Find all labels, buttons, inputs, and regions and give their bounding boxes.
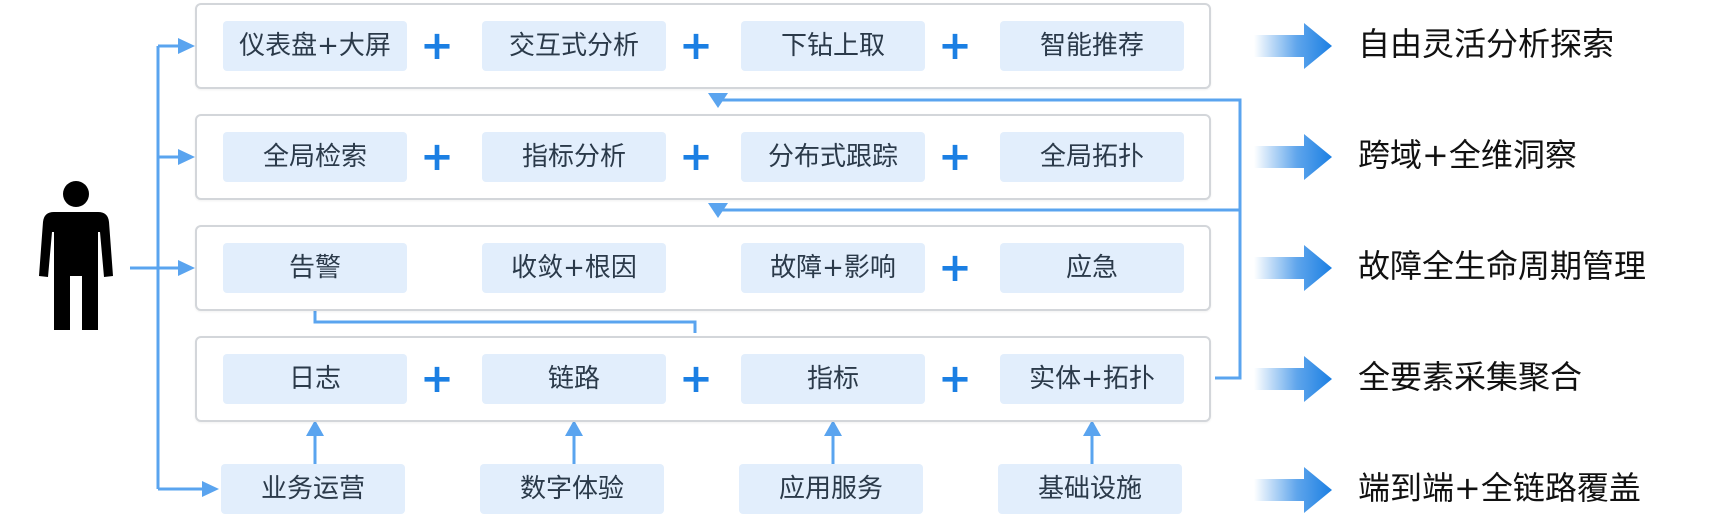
row-visualization: 仪表盘+大屏 + 交互式分析 + 下钻上取 + 智能推荐 [195, 3, 1211, 89]
source-digital-experience: 数字体验 [480, 464, 664, 514]
arrowhead-sources [202, 481, 219, 497]
chip-drilldown: 下钻上取 [741, 21, 925, 71]
arrowhead-row1 [178, 38, 195, 54]
plus-operator: + [420, 23, 454, 69]
chip-distributed-tracing: 分布式跟踪 [741, 132, 925, 182]
chip-alarm: 告警 [223, 243, 407, 293]
arrowhead-row3 [178, 260, 195, 276]
result-cross-domain-insight: 跨域+全维洞察 [1358, 136, 1577, 174]
arrowhead-source-1 [306, 420, 324, 436]
source-infrastructure: 基础设施 [998, 464, 1182, 514]
arrowhead-loop-row2 [708, 203, 728, 218]
plus-operator: + [938, 245, 972, 291]
chip-metric-analysis: 指标分析 [482, 132, 666, 182]
chip-entity-topology: 实体+拓扑 [1000, 354, 1184, 404]
source-app-services: 应用服务 [739, 464, 923, 514]
arrowhead-source-2 [565, 420, 583, 436]
result-free-exploration: 自由灵活分析探索 [1358, 25, 1615, 63]
row-incident: 告警 收敛+根因 故障+影响 + 应急 [195, 225, 1211, 311]
row-collection: 日志 + 链路 + 指标 + 实体+拓扑 [195, 336, 1211, 422]
chip-traces: 链路 [482, 354, 666, 404]
chip-smart-recommend: 智能推荐 [1000, 21, 1184, 71]
big-arrow-icon [1254, 134, 1332, 180]
arrowhead-row2 [178, 149, 195, 165]
feedback-metrics-to-alarm [313, 304, 697, 333]
chip-metrics: 指标 [741, 354, 925, 404]
row-insight: 全局检索 + 指标分析 + 分布式跟踪 + 全局拓扑 [195, 114, 1211, 200]
result-fault-lifecycle: 故障全生命周期管理 [1358, 247, 1647, 285]
plus-operator: + [679, 134, 713, 180]
result-end-to-end: 端到端+全链路覆盖 [1358, 469, 1641, 507]
source-business-ops: 业务运营 [221, 464, 405, 514]
chip-fault-impact: 故障+影响 [741, 243, 925, 293]
arrowhead-loop-row1 [708, 93, 728, 108]
plus-operator: + [420, 356, 454, 402]
arrowhead-source-4 [1083, 420, 1101, 436]
arrowhead-source-3 [824, 420, 842, 436]
plus-operator: + [679, 356, 713, 402]
result-full-collection: 全要素采集聚合 [1358, 358, 1583, 396]
chip-global-search: 全局检索 [223, 132, 407, 182]
chip-global-topology: 全局拓扑 [1000, 132, 1184, 182]
plus-operator: + [420, 134, 454, 180]
feedback-loop [718, 98, 1242, 380]
plus-operator: + [938, 23, 972, 69]
plus-operator: + [938, 134, 972, 180]
big-arrow-icon [1254, 23, 1332, 69]
chip-emergency: 应急 [1000, 243, 1184, 293]
big-arrow-icon [1254, 356, 1332, 402]
big-arrow-icon [1254, 245, 1332, 291]
chip-converge-root-cause: 收敛+根因 [482, 243, 666, 293]
plus-operator: + [938, 356, 972, 402]
chip-dashboard: 仪表盘+大屏 [223, 21, 407, 71]
chip-logs: 日志 [223, 354, 407, 404]
person-icon [39, 181, 113, 330]
plus-operator: + [679, 23, 713, 69]
chip-interactive-analysis: 交互式分析 [482, 21, 666, 71]
big-arrow-icon [1254, 467, 1332, 513]
